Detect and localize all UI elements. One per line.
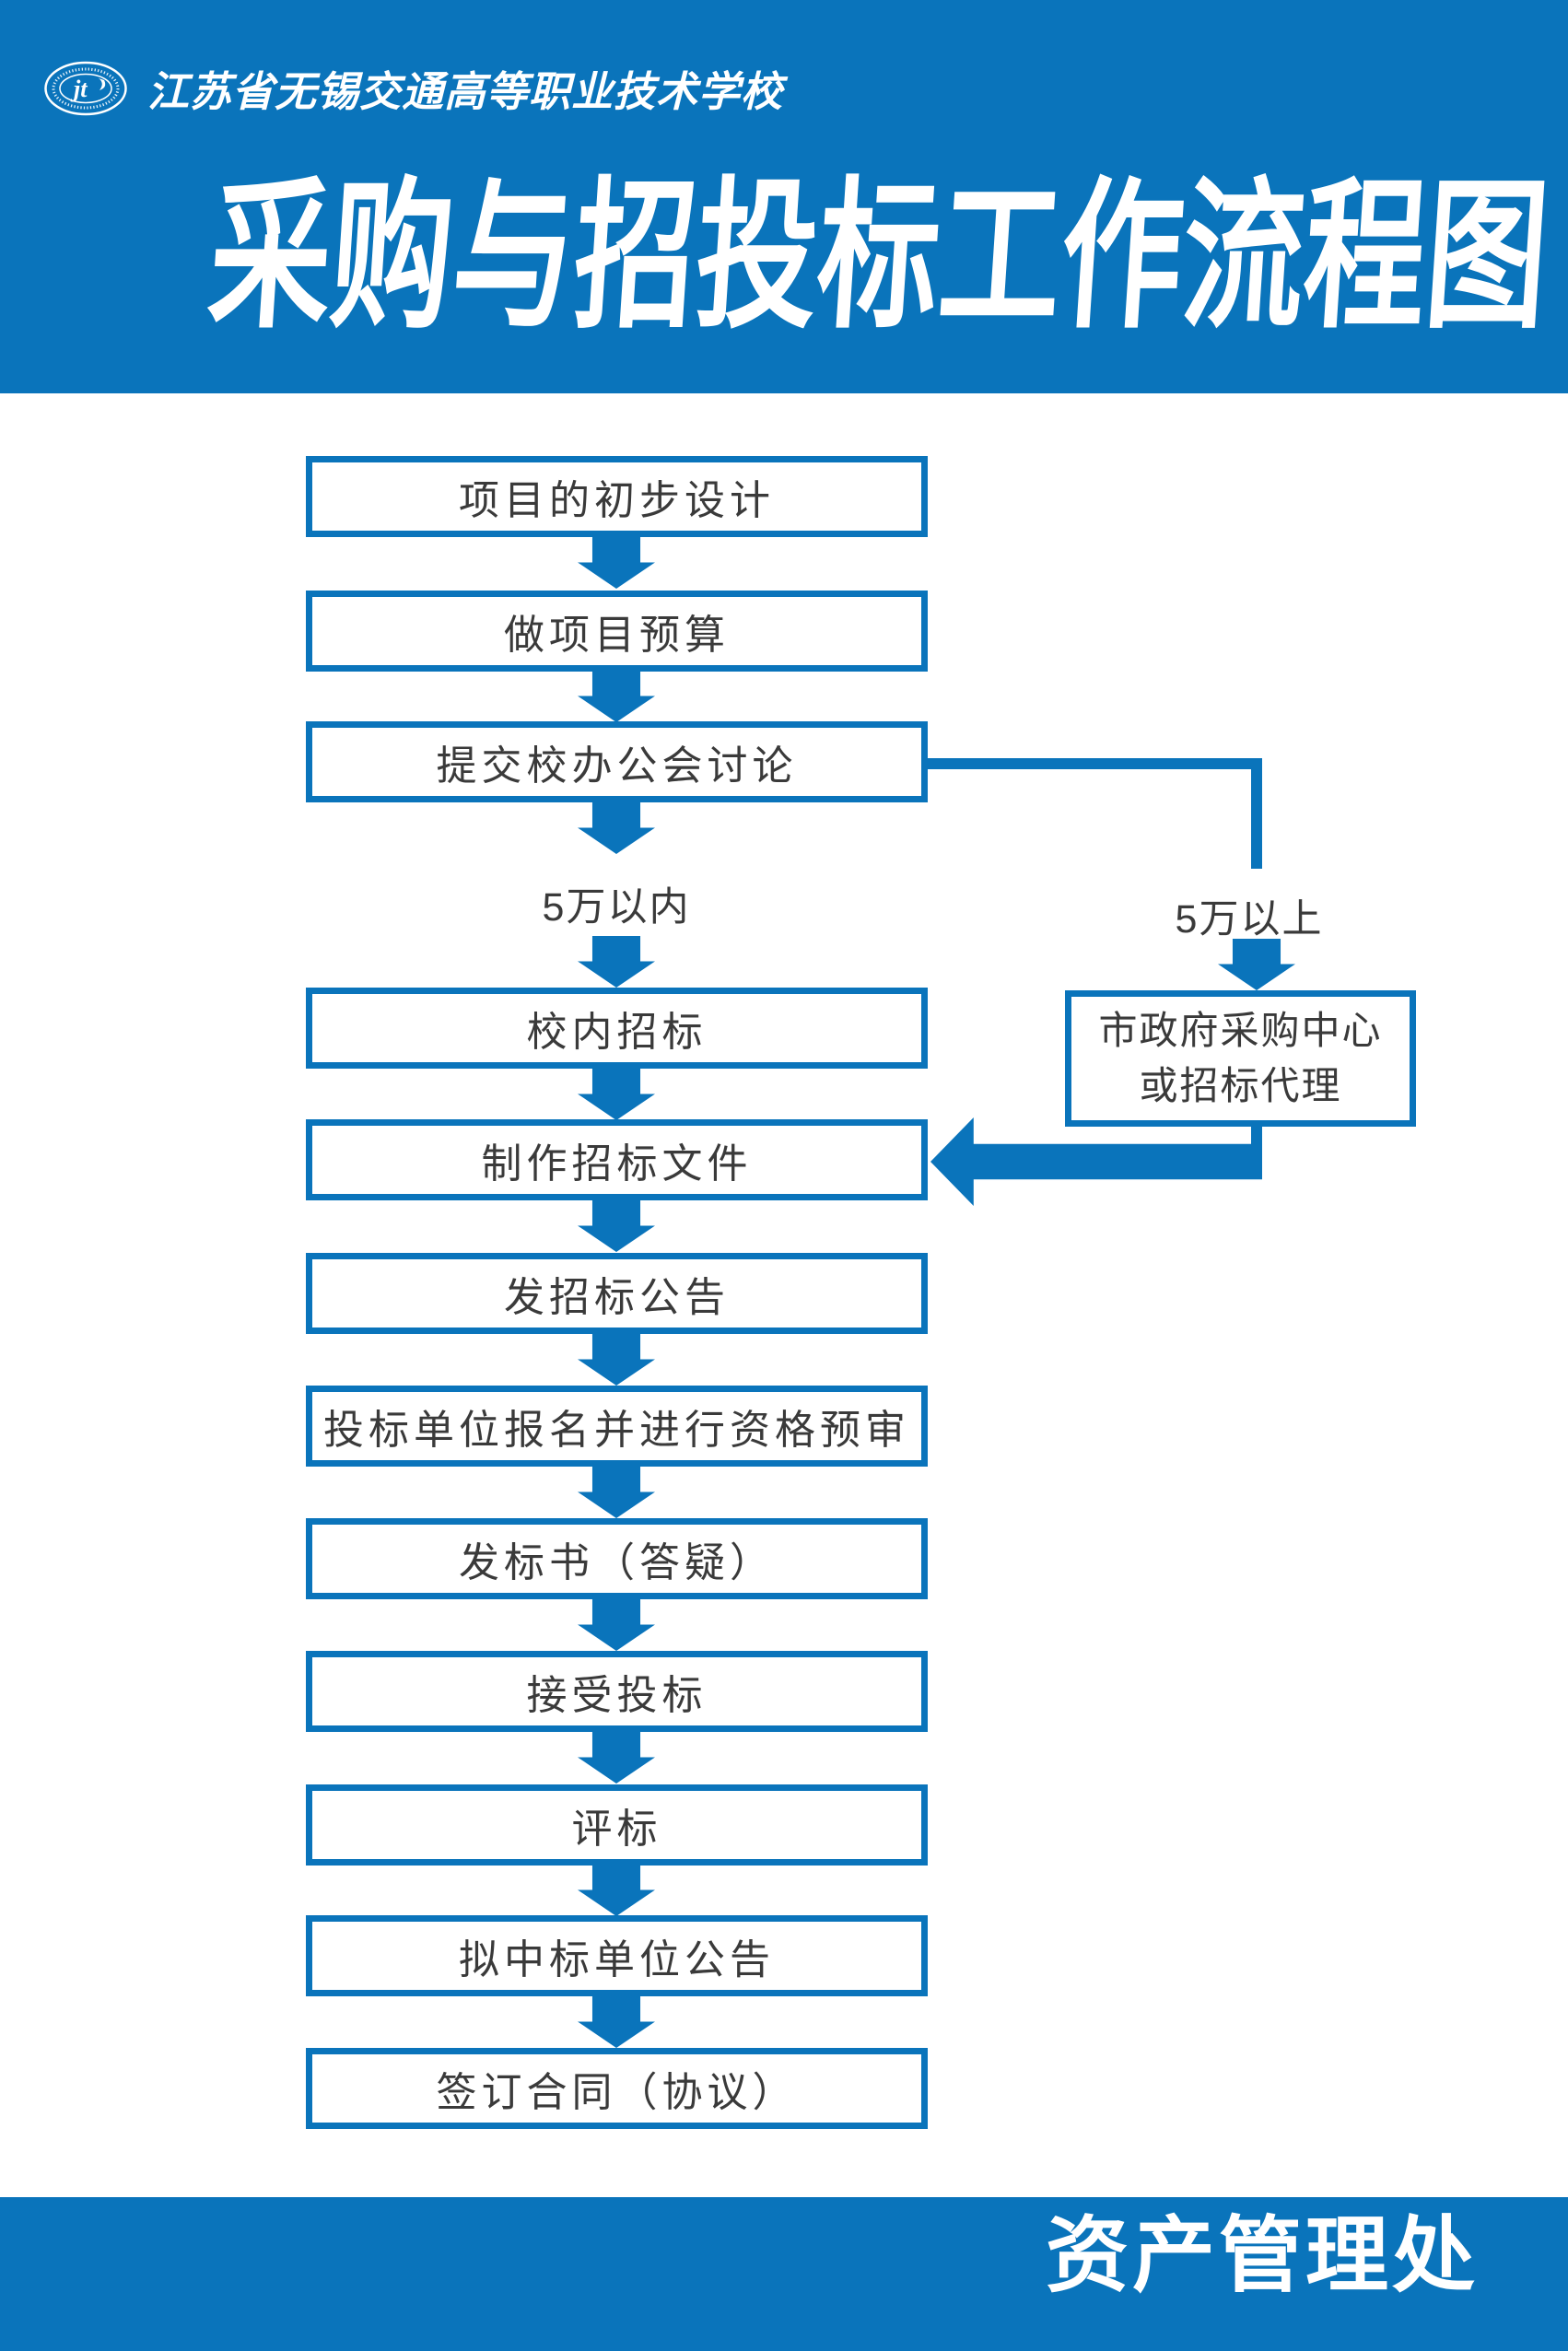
down-arrow <box>578 671 655 722</box>
flow-step-box-8: 发标书（答疑） <box>306 1518 928 1599</box>
down-arrow <box>578 1334 655 1386</box>
connector-horizontal-line <box>925 758 1262 769</box>
flow-step-box-7: 投标单位报名并进行资格预审 <box>306 1386 928 1467</box>
department-label: 资产管理处 <box>1046 2211 1479 2302</box>
side-step-box-government-procurement: 市政府采购中心 或招标代理 <box>1065 990 1416 1127</box>
side-step-line-2: 或招标代理 <box>1139 1064 1342 1107</box>
page-title: 采购与招投标工作流程图 <box>204 169 1554 348</box>
down-arrow <box>578 936 655 988</box>
header-band: jt 江苏省无锡交通高等职业技术学校 采购与招投标工作流程图 <box>0 0 1568 393</box>
down-arrow <box>578 1467 655 1518</box>
down-arrow <box>578 1865 655 1916</box>
footer-band <box>0 2197 1568 2351</box>
branch-label-under-50k: 5万以内 <box>542 885 691 930</box>
school-name: 江苏省无锡交通高等职业技术学校 <box>147 69 784 115</box>
down-arrow <box>1218 939 1295 990</box>
left-arrow <box>930 1117 1262 1206</box>
school-seal-icon: jt <box>44 61 127 116</box>
down-arrow <box>578 1732 655 1784</box>
flow-step-box-3: 提交校办公会讨论 <box>306 721 928 802</box>
branch-label-over-50k: 5万以上 <box>1175 897 1324 942</box>
flow-step-box-6: 发招标公告 <box>306 1253 928 1334</box>
connector-vertical-line <box>1251 758 1262 869</box>
side-step-line-1: 市政府采购中心 <box>1098 1009 1383 1052</box>
flow-step-box-5: 制作招标文件 <box>306 1119 928 1200</box>
down-arrow <box>578 1599 655 1651</box>
down-arrow <box>578 1996 655 2048</box>
flow-step-box-10: 评标 <box>306 1784 928 1866</box>
flow-step-box-12: 签订合同（协议） <box>306 2048 928 2129</box>
flow-step-box-9: 接受投标 <box>306 1651 928 1732</box>
svg-text:jt: jt <box>70 76 88 102</box>
flow-step-box-2: 做项目预算 <box>306 591 928 672</box>
down-arrow <box>578 802 655 854</box>
down-arrow <box>578 1069 655 1120</box>
down-arrow <box>578 537 655 589</box>
flow-step-box-1: 项目的初步设计 <box>306 456 928 537</box>
flow-step-box-4: 校内招标 <box>306 988 928 1069</box>
flow-step-box-11: 拟中标单位公告 <box>306 1915 928 1996</box>
down-arrow <box>578 1200 655 1252</box>
